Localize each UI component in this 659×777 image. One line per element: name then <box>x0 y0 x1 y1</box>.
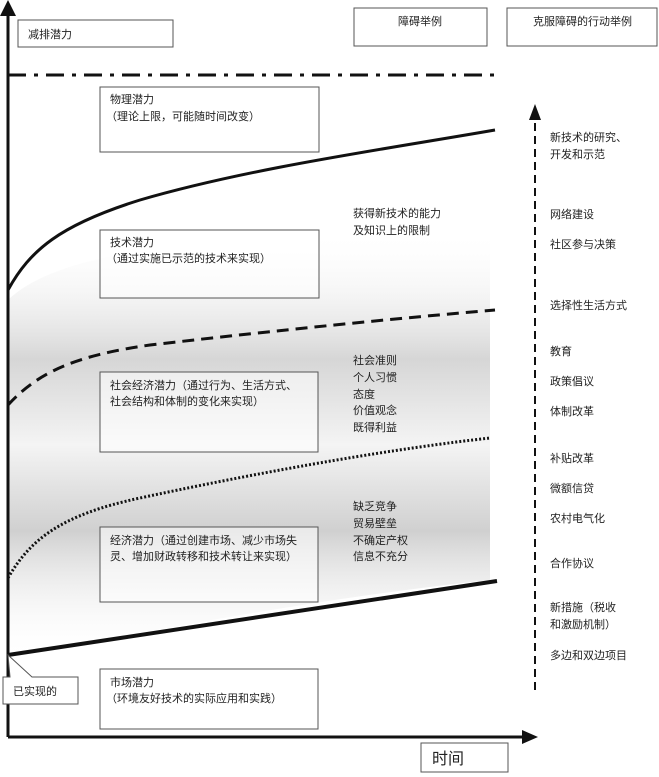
action-item: 政策倡议 <box>550 374 594 388</box>
action-item: 补贴改革 <box>550 451 594 465</box>
technical-potential-title: 技术潜力 <box>110 235 154 249</box>
barrier-item: 个人习惯 <box>353 370 397 384</box>
action-item: 教育 <box>550 344 572 358</box>
action-item: 网络建设 <box>550 207 594 221</box>
x-axis-title-box <box>420 742 509 773</box>
actions-list: 新技术的研究、 开发和示范 网络建设 社区参与决策 选择性生活方式 教育 政策倡… <box>550 130 627 662</box>
barrier-item: 信息不充分 <box>353 549 408 563</box>
barrier-item: 态度 <box>353 387 375 401</box>
socioeconomic-potential-line2: 社会结构和体制的变化来实现） <box>110 394 264 408</box>
action-item: 选择性生活方式 <box>550 298 627 312</box>
barrier-item: 社会准则 <box>353 353 397 367</box>
action-item: 新技术的研究、 <box>550 130 627 144</box>
market-potential-title: 市场潜力 <box>110 675 154 689</box>
barriers-header: 障碍举例 <box>398 14 442 28</box>
technical-potential-box <box>99 229 320 299</box>
physical-potential-desc: （理论上限，可能随时间改变） <box>106 109 260 123</box>
action-item: 开发和示范 <box>550 147 605 161</box>
physical-potential-box <box>99 86 320 153</box>
actions-header-box <box>506 7 658 47</box>
action-item: 合作协议 <box>550 556 594 570</box>
economic-potential-curve <box>6 436 491 579</box>
action-item: 和激励机制） <box>550 617 616 631</box>
actions-arrow-icon <box>529 104 541 120</box>
market-potential-line <box>7 579 498 657</box>
barriers-header-box <box>353 7 488 47</box>
barrier-item: 既得利益 <box>353 420 397 434</box>
x-axis-arrow-icon <box>522 730 538 744</box>
action-item: 社区参与决策 <box>550 237 616 251</box>
economic-potential-box <box>99 526 319 603</box>
action-item: 农村电气化 <box>550 511 605 525</box>
achieved-callout <box>2 653 79 705</box>
barriers-technical: 获得新技术的能力 及知识上的限制 <box>353 206 441 237</box>
market-potential-box <box>99 668 319 730</box>
barriers-social: 社会准则 个人习惯 态度 价值观念 既得利益 <box>353 353 397 434</box>
actions-header: 克服障碍的行动举例 <box>533 14 632 28</box>
technical-potential-curve <box>6 128 496 291</box>
barrier-item: 贸易壁垒 <box>353 516 397 530</box>
economic-potential-line1: 经济潜力（通过创建市场、减少市场失 <box>110 533 297 547</box>
achieved-label: 已实现的 <box>13 684 57 698</box>
barrier-item: 不确定产权 <box>353 533 408 547</box>
x-axis-title: 时间 <box>432 749 464 768</box>
y-axis-title: 减排潜力 <box>28 27 72 41</box>
barrier-item: 及知识上的限制 <box>353 223 430 237</box>
physical-potential-title: 物理潜力 <box>110 92 154 106</box>
economic-potential-line2: 灵、增加财政转移和技术转让来实现） <box>110 549 297 563</box>
action-item: 体制改革 <box>550 404 594 418</box>
socioeconomic-potential-box <box>99 371 319 453</box>
barrier-item: 缺乏竞争 <box>353 499 397 513</box>
y-axis-arrow-icon <box>0 0 16 16</box>
socioeconomic-potential-curve <box>6 308 496 407</box>
action-item: 多边和双边项目 <box>550 648 627 662</box>
technical-potential-desc: （通过实施已示范的技术来实现） <box>106 251 271 265</box>
socioeconomic-potential-line1: 社会经济潜力（通过行为、生活方式、 <box>110 378 297 392</box>
barrier-item: 价值观念 <box>353 403 397 417</box>
action-item: 微额信贷 <box>550 481 594 495</box>
y-axis-title-box <box>17 19 174 48</box>
market-potential-desc: （环境友好技术的实际应用和实践） <box>106 691 282 705</box>
barriers-economic: 缺乏竞争 贸易壁垒 不确定产权 信息不充分 <box>353 499 408 563</box>
action-item: 新措施（税收 <box>550 600 616 614</box>
barrier-item: 获得新技术的能力 <box>353 206 441 220</box>
